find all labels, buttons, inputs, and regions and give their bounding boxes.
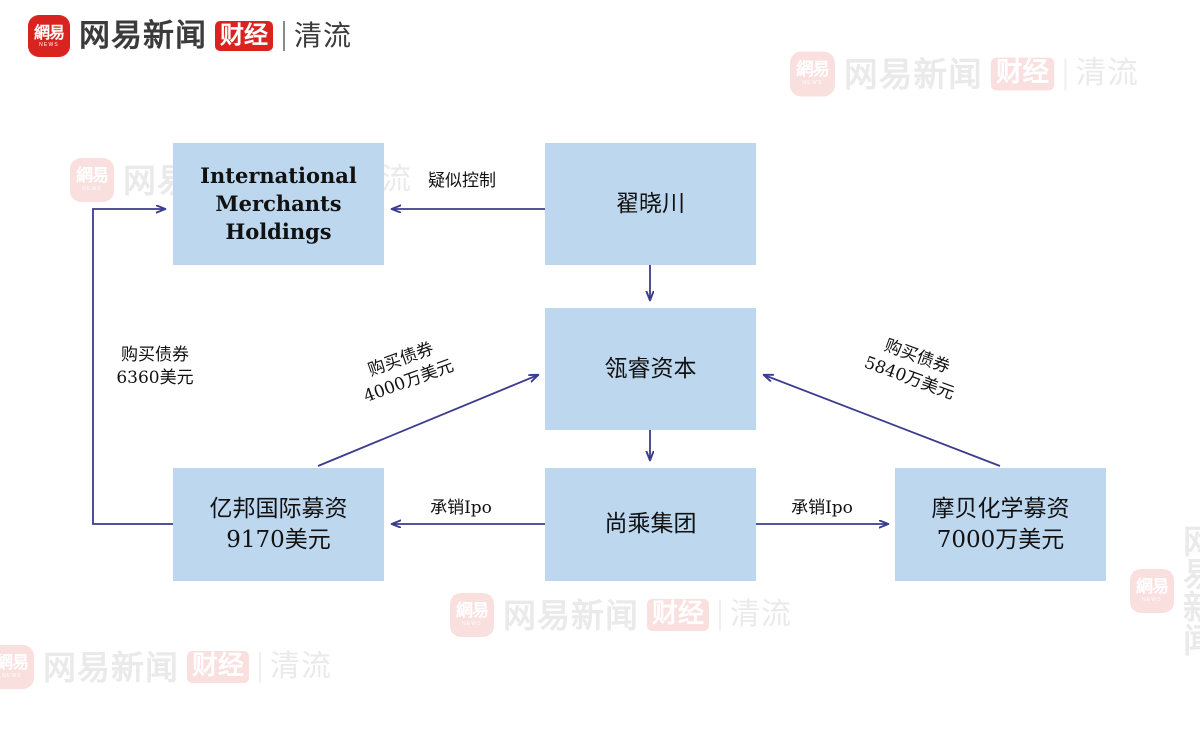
logo-badge-en: NEWS (39, 41, 59, 48)
logo-section-tag: 财经 (215, 21, 273, 51)
edge-label-suspected-control: 疑似控制 (428, 171, 496, 191)
node-label: 瓴睿资本 (604, 355, 697, 382)
node-ebang-international[interactable]: 亿邦国际募资 9170美元 (173, 468, 384, 581)
edge-ebang-to-imh (92, 209, 173, 525)
node-linrui-capital[interactable]: 瓴睿资本 (545, 308, 756, 430)
node-label: International Merchants Holdings (200, 163, 357, 244)
edge-ebang-to-linrui (317, 375, 538, 467)
site-logo: 網易 NEWS 网易新闻 财经 清流 (28, 14, 352, 58)
edge-label-underwrite-ipo-ebang: 承销Ipo (430, 498, 492, 518)
logo-wordmark: 网易新闻 (79, 17, 207, 54)
netease-logo-icon: 網易 NEWS (28, 15, 70, 57)
node-zhai-xiaochuan[interactable]: 翟晓川 (545, 143, 756, 265)
node-label: 翟晓川 (616, 190, 685, 217)
node-molbase[interactable]: 摩贝化学募资 7000万美元 (895, 468, 1106, 581)
logo-column-name: 清流 (294, 19, 353, 52)
edge-molbase-to-linrui (764, 375, 1001, 467)
logo-badge-cn: 網易 (33, 22, 65, 42)
logo-divider (283, 21, 285, 51)
node-international-merchants-holdings[interactable]: International Merchants Holdings (173, 143, 384, 265)
edge-label-bond-purchase-6360: 购买债券 6360美元 (116, 345, 194, 388)
node-label: 亿邦国际募资 9170美元 (209, 496, 348, 553)
edge-label-underwrite-ipo-molbase: 承销Ipo (791, 498, 853, 518)
node-label: 尚乘集团 (604, 511, 697, 538)
node-amtd-group[interactable]: 尚乘集团 (545, 468, 756, 581)
node-label: 摩贝化学募资 7000万美元 (931, 496, 1070, 553)
